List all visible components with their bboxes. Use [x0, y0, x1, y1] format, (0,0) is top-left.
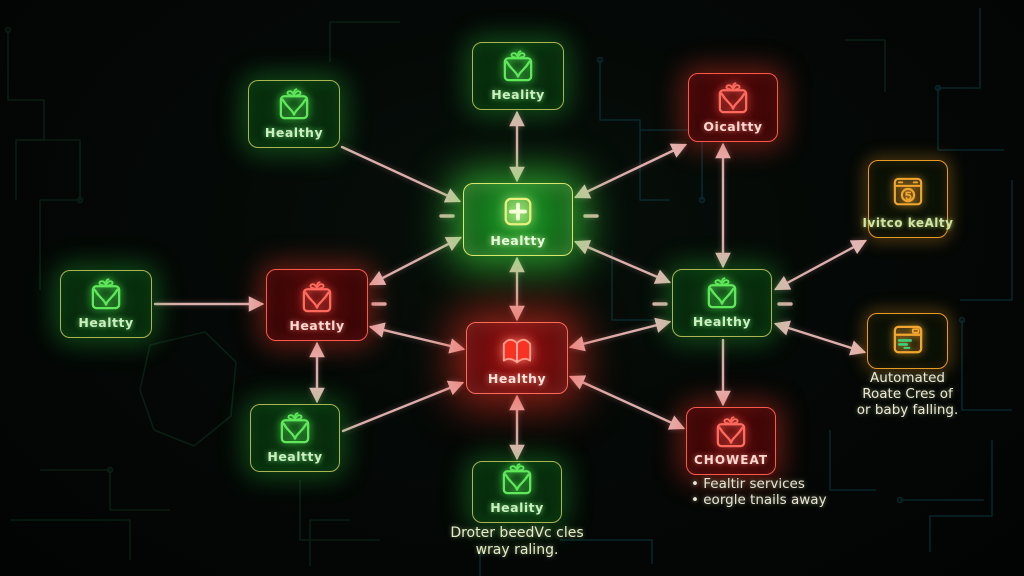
node-label: Heality — [490, 500, 544, 516]
caption-line: • Fealtir services — [691, 476, 805, 492]
node-label: Healtty — [490, 233, 546, 249]
edge-arrow — [573, 240, 672, 284]
node-label: Heattly — [289, 318, 345, 334]
edge-arrow — [573, 143, 688, 199]
node-svc-mid-left-red[interactable]: Heattly — [266, 269, 368, 341]
node-svc-hub-green[interactable]: Healtty — [463, 183, 573, 256]
edge-arrow — [568, 317, 672, 352]
gift-icon — [677, 273, 767, 315]
node-svc-top-right[interactable]: Oicaltty — [688, 73, 778, 142]
edge-arrow — [773, 239, 868, 291]
gift-icon — [477, 459, 557, 501]
node-label: Healthy — [264, 125, 324, 141]
node-svc-bottom-right[interactable]: CHOWEAT • Fealtir services• eorgle tnails… — [686, 407, 827, 508]
gift-icon — [271, 276, 363, 319]
edge-arrow — [368, 322, 466, 354]
node-svc-mid-right[interactable]: Healthy — [672, 269, 772, 337]
node-svc-top-left[interactable]: Healthy — [248, 80, 340, 148]
node-svc-far-left[interactable]: Healtty — [60, 270, 152, 338]
caption-line: Droter beedVc cles — [450, 525, 584, 541]
gift-icon — [65, 274, 147, 316]
caption-line: wray raling. — [475, 541, 559, 558]
edge-arrow — [568, 375, 686, 430]
node-label: CHOWEAT — [693, 452, 769, 467]
gift-icon — [255, 408, 335, 450]
node-label: Healthy — [487, 371, 547, 387]
node-label: Oicaltty — [703, 119, 763, 135]
plus-icon — [468, 190, 568, 234]
node-label: Healthy — [692, 314, 752, 330]
caption-line: Automated — [870, 370, 945, 386]
book-icon — [471, 329, 563, 372]
node-svc-hub-red[interactable]: Healthy — [466, 322, 568, 394]
caption-line: • eorgle tnails away — [691, 491, 827, 508]
node-label: Healtty — [267, 449, 323, 465]
node-caption: • Fealtir services• eorgle tnails away — [691, 476, 881, 509]
node-svc-top-center[interactable]: Heality — [472, 42, 564, 110]
edge-arrow — [340, 145, 462, 203]
caption-line: or baby falling. — [856, 401, 959, 418]
browser-icon — [872, 319, 943, 361]
node-svc-ivitco[interactable]: Ivitco keAlty — [863, 160, 953, 238]
caption-line: Roate Cres of — [862, 385, 953, 402]
gift-icon — [693, 78, 773, 120]
gift-icon — [253, 84, 335, 126]
edge-arrow — [341, 380, 465, 433]
node-label: Ivitco keAlty — [862, 215, 954, 230]
node-svc-bottom-left[interactable]: Healtty — [250, 404, 340, 472]
gift-icon — [477, 46, 559, 88]
node-label: Healtty — [78, 315, 134, 331]
coin-app-icon — [873, 167, 943, 217]
edge-arrow — [368, 236, 463, 286]
node-label: Heality — [491, 87, 545, 103]
gift-icon — [691, 412, 771, 454]
edge-arrow — [773, 320, 867, 356]
